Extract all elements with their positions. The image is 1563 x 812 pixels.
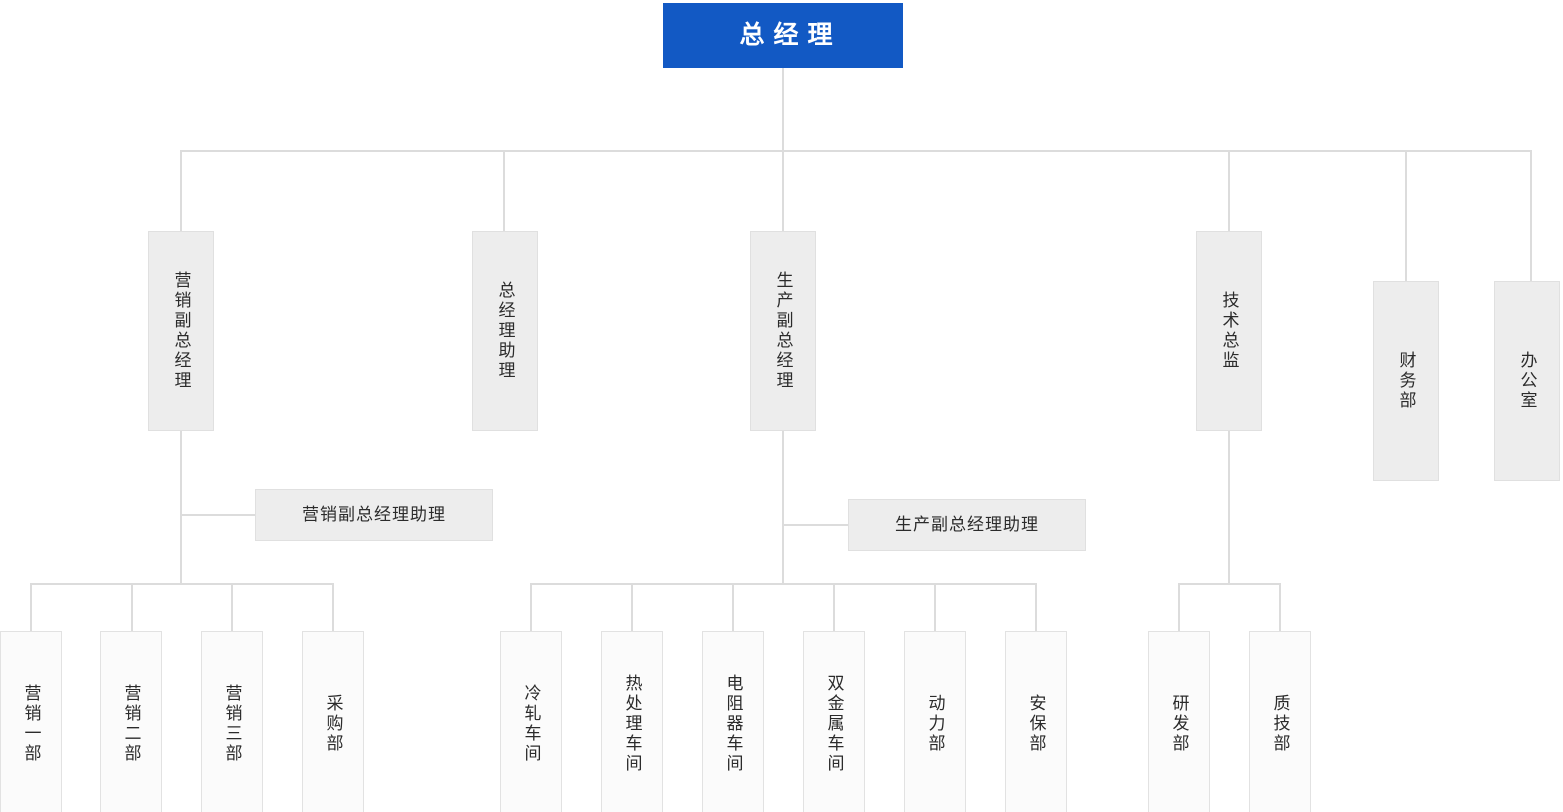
node-office-dept[interactable]: 办公室 — [1494, 281, 1560, 481]
node-quality-tech[interactable]: 质技部 — [1249, 631, 1311, 812]
connector-drop-purchasing — [332, 583, 334, 631]
connector-marketing-assistant-spur — [180, 514, 256, 516]
connector-drop-marketing-vp — [180, 150, 182, 231]
connector-production-assistant-spur — [782, 524, 850, 526]
node-label-marketing-vp-assistant: 营销副总经理助理 — [302, 504, 446, 524]
connector-drop-power — [934, 583, 936, 631]
node-label-finance-dept: 财务部 — [1396, 351, 1416, 411]
connector-drop-sales-3 — [231, 583, 233, 631]
connector-level2-bus — [180, 150, 1532, 152]
connector-tech-director-stem — [1228, 431, 1230, 583]
node-label-bimetal: 双金属车间 — [824, 673, 844, 774]
connector-drop-finance-dept — [1405, 150, 1407, 281]
connector-drop-bimetal — [833, 583, 835, 631]
connector-production-vp-stem — [782, 431, 784, 583]
connector-drop-gm-assistant — [503, 150, 505, 231]
connector-drop-heat-treatment — [631, 583, 633, 631]
node-label-sales-2: 营销二部 — [121, 683, 141, 764]
node-marketing-vp[interactable]: 营销副总经理 — [148, 231, 214, 431]
node-label-tech-director: 技术总监 — [1219, 291, 1239, 371]
node-cold-rolling[interactable]: 冷轧车间 — [500, 631, 562, 812]
connector-drop-production-vp — [782, 150, 784, 231]
node-label-general-manager: 总 经 理 — [739, 21, 834, 49]
node-sales-2[interactable]: 营销二部 — [100, 631, 162, 812]
connector-marketing-vp-stem — [180, 431, 182, 583]
node-marketing-vp-assistant[interactable]: 营销副总经理助理 — [255, 489, 493, 541]
connector-drop-security — [1035, 583, 1037, 631]
node-label-marketing-vp: 营销副总经理 — [171, 271, 191, 391]
node-label-production-vp-assistant: 生产副总经理助理 — [895, 514, 1039, 534]
node-label-office-dept: 办公室 — [1517, 351, 1537, 411]
connector-drop-rnd — [1178, 583, 1180, 631]
node-label-heat-treatment: 热处理车间 — [622, 673, 642, 774]
node-gm-assistant[interactable]: 总经理助理 — [472, 231, 538, 431]
node-production-vp-assistant[interactable]: 生产副总经理助理 — [848, 499, 1086, 551]
connector-root-stem — [782, 68, 784, 151]
node-label-purchasing: 采购部 — [323, 693, 343, 754]
connector-technical-children-bus — [1178, 583, 1280, 585]
node-bimetal[interactable]: 双金属车间 — [803, 631, 865, 812]
node-label-quality-tech: 质技部 — [1270, 693, 1290, 754]
node-heat-treatment[interactable]: 热处理车间 — [601, 631, 663, 812]
node-label-sales-1: 营销一部 — [21, 683, 41, 764]
node-security[interactable]: 安保部 — [1005, 631, 1067, 812]
node-general-manager[interactable]: 总 经 理 — [663, 3, 903, 68]
node-label-rnd: 研发部 — [1169, 693, 1189, 754]
connector-production-children-bus — [530, 583, 1036, 585]
node-sales-1[interactable]: 营销一部 — [0, 631, 62, 812]
node-rnd[interactable]: 研发部 — [1148, 631, 1210, 812]
connector-drop-quality-tech — [1279, 583, 1281, 631]
connector-drop-sales-1 — [30, 583, 32, 631]
node-label-security: 安保部 — [1026, 693, 1046, 754]
node-power[interactable]: 动力部 — [904, 631, 966, 812]
connector-drop-resistor — [732, 583, 734, 631]
node-production-vp[interactable]: 生产副总经理 — [750, 231, 816, 431]
node-purchasing[interactable]: 采购部 — [302, 631, 364, 812]
node-sales-3[interactable]: 营销三部 — [201, 631, 263, 812]
node-label-cold-rolling: 冷轧车间 — [521, 683, 541, 764]
node-label-gm-assistant: 总经理助理 — [495, 281, 515, 381]
connector-marketing-children-bus — [30, 583, 333, 585]
connector-drop-sales-2 — [131, 583, 133, 631]
node-finance-dept[interactable]: 财务部 — [1373, 281, 1439, 481]
node-resistor[interactable]: 电阻器车间 — [702, 631, 764, 812]
node-tech-director[interactable]: 技术总监 — [1196, 231, 1262, 431]
connector-drop-office-dept — [1530, 150, 1532, 281]
node-label-sales-3: 营销三部 — [222, 683, 242, 764]
connector-drop-tech-director — [1228, 150, 1230, 231]
node-label-power: 动力部 — [925, 693, 945, 754]
node-label-resistor: 电阻器车间 — [723, 673, 743, 774]
connector-drop-cold-rolling — [530, 583, 532, 631]
node-label-production-vp: 生产副总经理 — [773, 271, 793, 391]
